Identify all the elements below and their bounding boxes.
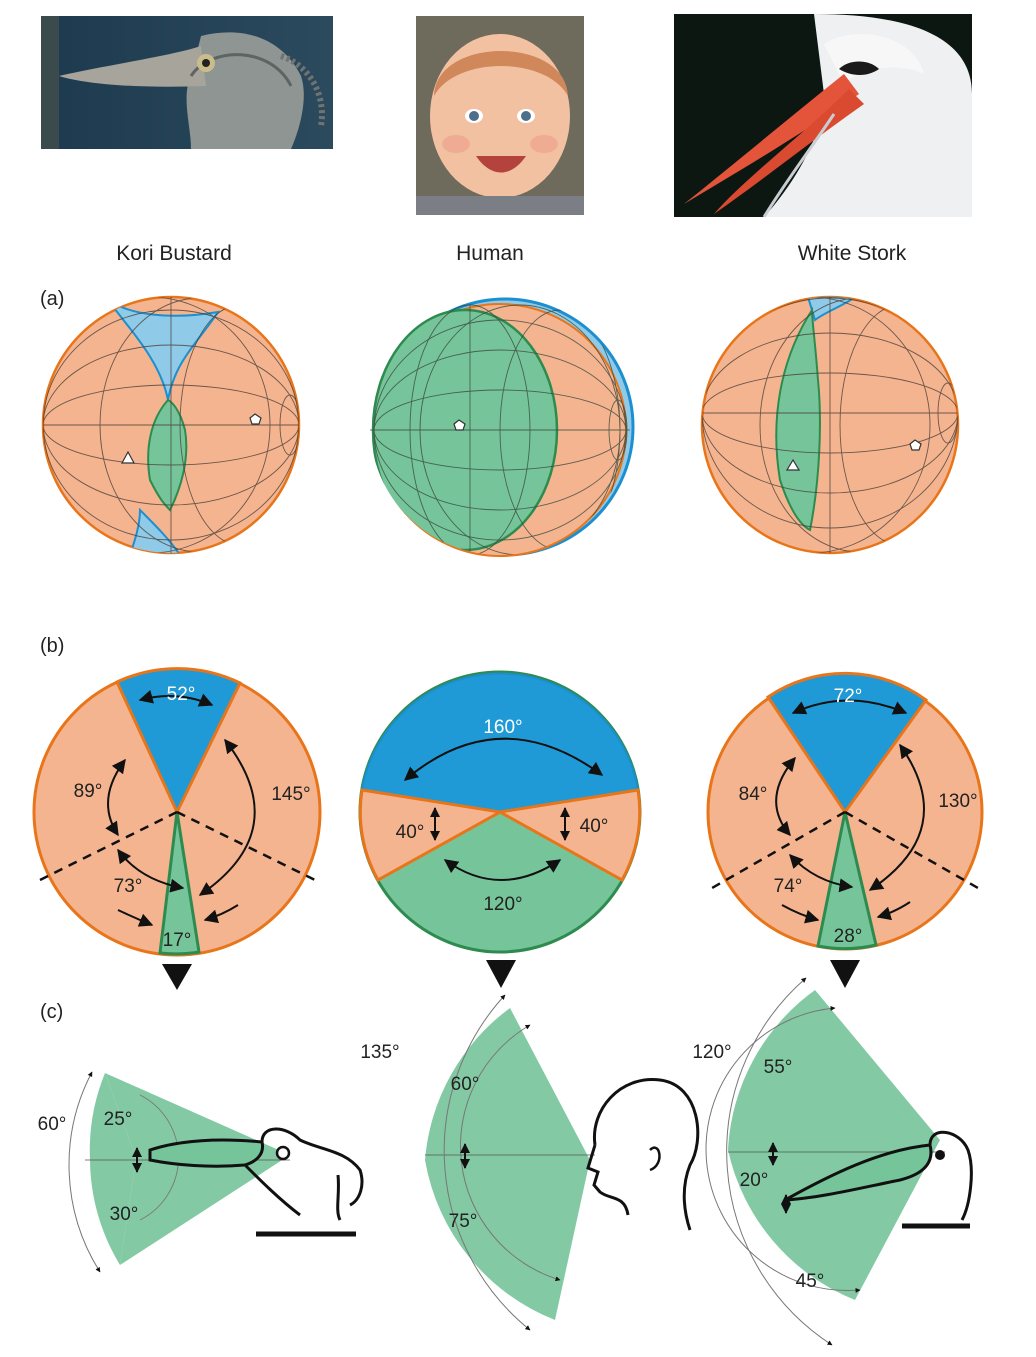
human-blind-angle: 160°: [483, 717, 522, 738]
human-side-view: 135° 60° 75°: [360, 994, 700, 1331]
stork-right-angle: 130°: [938, 791, 977, 812]
human-pie: 160° 40° 40° 120°: [358, 670, 642, 988]
stork-blind-angle: 72°: [834, 686, 863, 707]
kori-bustard-label: Kori Bustard: [116, 242, 232, 265]
human-nose-marker: [486, 960, 516, 988]
human-upper-angle: 60°: [451, 1074, 480, 1095]
human-lower-angle-c: 75°: [449, 1211, 478, 1232]
human-total-angle: 135°: [360, 1042, 399, 1063]
stork-lower-angle-c: 45°: [796, 1271, 825, 1292]
kori-total-angle: 60°: [38, 1114, 67, 1135]
kori-left-angle: 89°: [74, 781, 103, 802]
stork-lower-angle: 74°: [774, 876, 803, 897]
stork-globe: [700, 295, 960, 555]
human-right-angle: 40°: [580, 816, 609, 837]
kori-lower-angle: 73°: [114, 876, 143, 897]
stork-binocular-angle: 28°: [834, 926, 863, 947]
panel-label-b: (b): [40, 635, 65, 657]
stork-beak-marker: [830, 960, 860, 988]
stork-mid-angle: 20°: [740, 1170, 769, 1191]
white-stork-photo: [674, 14, 972, 217]
kori-beak-marker: [162, 964, 192, 990]
white-stork-label: White Stork: [797, 242, 907, 265]
panel-label-c: (c): [40, 1001, 64, 1023]
human-label: Human: [456, 242, 524, 265]
human-globe: [370, 297, 635, 557]
human-baby-photo: [416, 16, 584, 215]
stork-pie: 72° 84° 130° 74° 28°: [706, 671, 984, 988]
stork-upper-angle: 55°: [764, 1057, 793, 1078]
kori-lower-angle-c: 30°: [110, 1204, 139, 1225]
panel-label-a: (a): [40, 288, 65, 310]
stork-left-angle: 84°: [739, 784, 768, 805]
stork-total-angle: 120°: [692, 1042, 731, 1063]
kori-bustard-photo: [41, 16, 333, 149]
stork-side-view: 120° 55° 20° 45°: [692, 977, 973, 1346]
kori-side-view: 60° 25° 30°: [38, 1071, 364, 1273]
kori-globe: [41, 295, 301, 555]
kori-blind-angle: 52°: [167, 684, 196, 705]
kori-pie: 52° 89° 145° 73° 17°: [32, 667, 322, 990]
human-binocular-angle: 120°: [483, 894, 522, 915]
human-left-angle: 40°: [396, 822, 425, 843]
kori-right-angle: 145°: [271, 784, 310, 805]
kori-binocular-angle: 17°: [163, 930, 192, 951]
kori-upper-angle: 25°: [104, 1109, 133, 1130]
